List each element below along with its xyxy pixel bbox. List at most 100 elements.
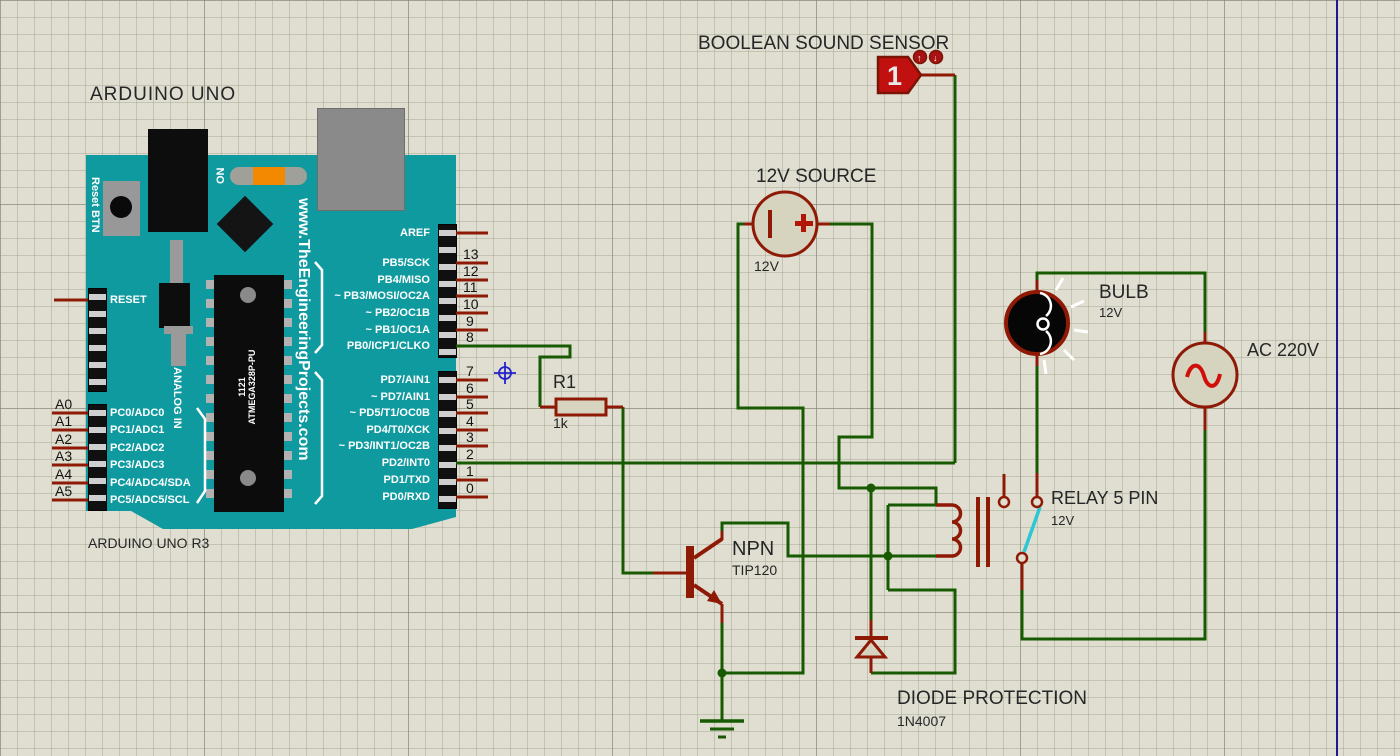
origin-marker-icon [494,362,516,384]
capacitor [170,240,183,288]
pin-label-pb2: ~ PB2/OC1B [365,307,431,319]
arduino-title: ARDUINO UNO [90,84,237,105]
wire-pin8-to-r1[interactable] [456,344,572,407]
wire-pole-to-ac[interactable] [1020,430,1207,641]
pin-number-9: 9 [466,313,474,329]
wire-diode-anode-loop[interactable] [871,588,957,675]
bulb-title: BULB [1099,282,1149,303]
pin-label-pd6: ~ PD7/AIN1 [371,391,430,403]
diode-value: 1N4007 [897,713,947,729]
pin-number-4: 4 [466,413,474,429]
pin-label-pd5: ~ PD5/T1/OC0B [349,407,430,419]
sine-icon [1185,363,1222,388]
wire-12v-negative[interactable] [722,222,805,675]
chip-legs-right [284,280,292,508]
regulator [159,283,190,328]
pin-label-pd0: PD0/RXD [382,491,430,503]
pin-label-pb4: PB4/MISO [377,274,430,286]
relay-coil[interactable] [936,503,963,558]
chip-dot-top [240,287,256,303]
wire-12v-positive[interactable] [830,222,938,505]
relay-5pin[interactable] [936,495,1044,567]
digital-header-bottom[interactable] [438,371,457,509]
on-label: ON [215,167,227,185]
capacitor-2-body [171,334,186,366]
toggle-up-button[interactable] [912,49,928,65]
reset-header[interactable] [88,288,107,392]
plus-icon [795,214,813,232]
toggle-up-icon: ↑ [917,53,922,63]
ground-symbol[interactable] [700,719,744,739]
relay-armature[interactable] [1022,506,1042,553]
sensor-title: BOOLEAN SOUND SENSOR [698,33,950,54]
chip-marking-line1: 1121 [237,377,247,397]
pin-number-7: 7 [466,363,474,379]
ac-source-220v[interactable] [1171,341,1239,409]
pin-label-pd2: PD2/INT0 [381,457,430,469]
arduino-subtitle: ARDUINO UNO R3 [88,535,210,551]
resistor-value: 1k [553,415,568,431]
wire-r1-to-base[interactable] [621,407,653,575]
analog-header[interactable] [88,404,107,511]
chip-legs-left [206,280,214,508]
wire-bulb-ac-top[interactable] [1035,271,1207,332]
dc-source-12v[interactable] [751,190,819,258]
ac-title: AC 220V [1247,340,1320,360]
pin-label-pd1: PD1/TXD [383,474,430,486]
toggle-down-button[interactable] [928,49,944,65]
relay-core-bar [986,497,990,567]
pin-number-0: 0 [466,480,474,496]
npn-title: NPN [732,538,775,560]
diode-title: DIODE PROTECTION [897,688,1088,709]
pin-label-pb3: ~ PB3/MOSI/OC2A [334,290,430,302]
source-title: 12V SOURCE [756,166,877,187]
diode-1n4007[interactable] [853,636,889,659]
pin-label-pd7: PD7/AIN1 [380,374,430,386]
relay-core-bar [976,497,980,567]
wire-collector[interactable] [720,521,888,558]
reset-button-cap[interactable] [110,196,132,218]
usb-connector [317,108,405,211]
power-led-on [253,167,285,185]
pin-label-pc3: PC3/ADC3 [110,459,165,471]
pin-label-pb5: PB5/SCK [382,257,430,269]
sound-sensor-flag[interactable]: 1 ↑ ↓ [876,49,944,95]
pin-label-pd3: ~ PD3/INT1/OC2B [338,440,430,452]
pin-number-a1: A1 [55,413,73,429]
npn-value: TIP120 [732,562,778,578]
relay-contact-no[interactable] [1030,495,1044,509]
pin-number-a2: A2 [55,431,73,447]
pin-label-pc1: PC1/ADC1 [110,424,165,436]
pin-number-a3: A3 [55,448,73,464]
pin-number-a5: A5 [55,483,73,499]
resistor-r1[interactable] [554,397,608,417]
analog-in-label: ANALOG IN [171,367,183,429]
pin-label-pc4: PC4/ADC4/SDA [110,477,191,489]
pin-number-12: 12 [463,263,479,279]
pin-group-braces [195,261,324,505]
chip-marking-line2: ATMEGA328P-PU [247,349,257,425]
minus-icon [768,210,772,238]
npn-transistor[interactable] [686,537,724,606]
chip-marking: 1121 ATMEGA328P-PU [237,312,257,462]
pin-label-reset: RESET [110,294,147,306]
bulb-lamp[interactable] [1004,277,1089,375]
relay-contact-pole[interactable] [1015,551,1029,565]
filament-icon [1036,291,1053,356]
pin-label-pd4: PD4/T0/XCK [366,424,430,436]
website-label: www.TheEngineeringProjects.com [295,198,312,461]
relay-contact-nc[interactable] [997,495,1011,509]
sensor-state-value: 1 [887,61,902,91]
pin-label-pb1: ~ PB1/OC1A [365,324,431,336]
reset-btn-label: Reset BTN [89,177,101,233]
resistor-title: R1 [553,372,577,392]
pin-number-2: 2 [466,446,474,462]
light-rays-icon [1042,277,1089,375]
pin-number-13: 13 [463,246,479,262]
relay-value: 12V [1051,513,1075,528]
digital-header-top[interactable] [438,224,457,358]
chip-dot-bottom [240,470,256,486]
barrel-jack [148,129,208,232]
relay-title: RELAY 5 PIN [1051,488,1159,508]
